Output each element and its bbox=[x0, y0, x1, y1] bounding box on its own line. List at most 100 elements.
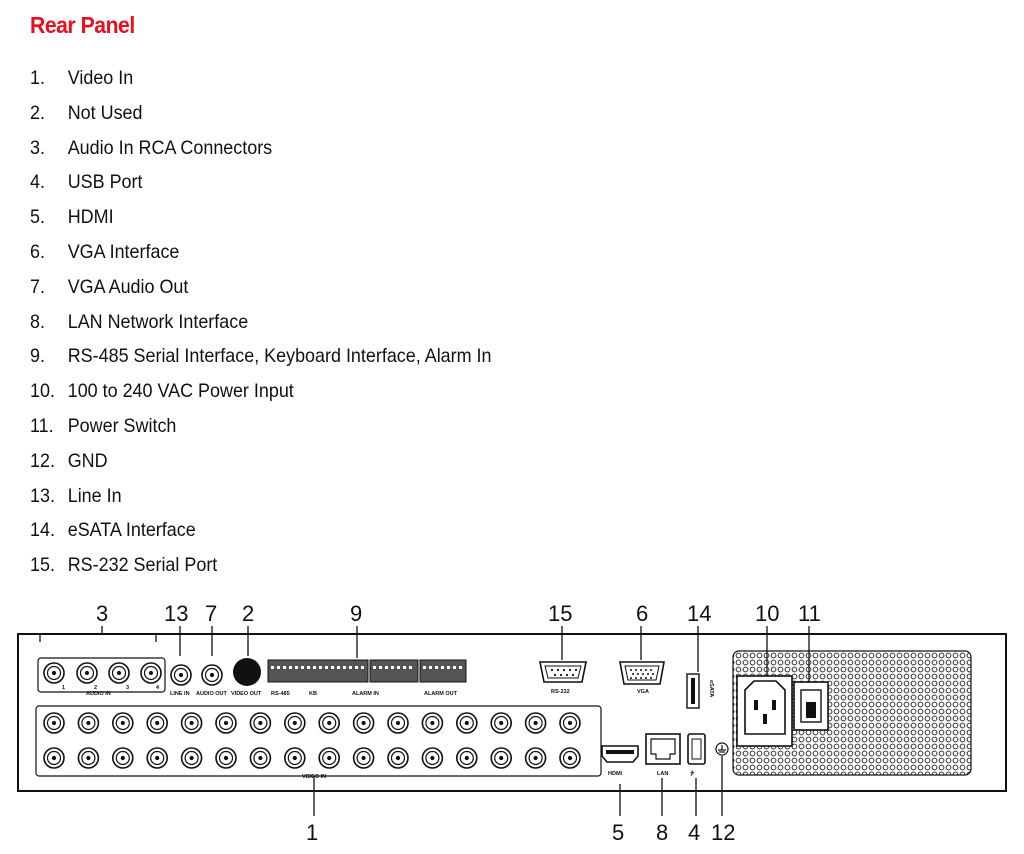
kb-label: KB bbox=[309, 691, 317, 697]
bnc-connector bbox=[524, 747, 547, 769]
callout-12: 12 bbox=[711, 820, 735, 845]
callout-11: 11 bbox=[798, 601, 821, 626]
item-label: LAN Network Interface bbox=[67, 310, 249, 333]
audio-in-connectors bbox=[43, 662, 162, 684]
esata-slot bbox=[691, 678, 695, 704]
lan-port bbox=[645, 733, 681, 765]
bnc-connector bbox=[421, 747, 444, 769]
list-item: 5. HDMI bbox=[30, 203, 492, 238]
audio-in-group bbox=[37, 657, 166, 693]
audio-in-num-3: 3 bbox=[126, 685, 129, 691]
item-number: 3. bbox=[30, 136, 45, 159]
bnc-connector bbox=[559, 712, 581, 734]
bnc-connector bbox=[249, 747, 272, 769]
bnc-connector bbox=[77, 747, 100, 769]
rs232-port bbox=[539, 661, 587, 683]
callout-13: 13 bbox=[164, 601, 188, 626]
video-in-connectors bbox=[43, 712, 581, 769]
bnc-connector bbox=[455, 747, 478, 769]
callout-1: 1 bbox=[306, 820, 318, 845]
video-in-label: VIDEO IN bbox=[302, 774, 326, 780]
item-label: HDMI bbox=[67, 206, 114, 229]
bnc-connector bbox=[352, 747, 375, 769]
item-label: eSATA Interface bbox=[67, 519, 196, 542]
list-item: 13. Line In bbox=[30, 482, 492, 517]
audio-in-num-2: 2 bbox=[94, 685, 97, 691]
vga-port bbox=[619, 661, 665, 685]
item-number: 10. bbox=[30, 380, 55, 403]
item-number: 9. bbox=[30, 345, 45, 368]
bnc-connector bbox=[77, 712, 100, 734]
item-number: 11. bbox=[30, 414, 54, 437]
audio-in-num-1: 1 bbox=[62, 685, 65, 691]
bnc-connector bbox=[146, 712, 168, 734]
terminal-block bbox=[267, 659, 467, 683]
list-item: 12.GND bbox=[30, 447, 492, 482]
power-switch-rocker bbox=[806, 702, 816, 718]
item-number: 2. bbox=[30, 101, 45, 124]
list-item: 9. RS-485 Serial Interface, Keyboard Inte… bbox=[30, 342, 492, 377]
bnc-connector bbox=[249, 712, 272, 734]
list-item: 6.VGA Interface bbox=[30, 238, 492, 273]
alarm-out-label: ALARM OUT bbox=[424, 691, 458, 697]
audio-in-num-4: 4 bbox=[156, 685, 160, 691]
item-number: 8. bbox=[30, 310, 45, 333]
hdmi-label: HDMI bbox=[608, 771, 623, 777]
list-item: 1.Video In bbox=[30, 64, 492, 99]
video-out-connector bbox=[233, 658, 261, 686]
bnc-connector bbox=[146, 747, 168, 769]
page-title: Rear Panel bbox=[30, 12, 135, 38]
bnc-connector bbox=[180, 712, 203, 734]
callout-2: 2 bbox=[242, 601, 254, 626]
video-out-label: VIDEO OUT bbox=[231, 691, 262, 697]
item-label: RS-232 Serial Port bbox=[67, 554, 218, 577]
video-in-group bbox=[35, 705, 602, 777]
list-item: 7.VGA Audio Out bbox=[30, 273, 492, 308]
bnc-connector bbox=[352, 712, 375, 734]
bnc-connector bbox=[180, 747, 203, 769]
bnc-connector bbox=[490, 747, 513, 769]
list-item: 8. LAN Network Interface bbox=[30, 308, 492, 343]
bnc-connector bbox=[455, 712, 478, 734]
power-inlet bbox=[744, 680, 786, 735]
item-label: Video In bbox=[67, 67, 134, 89]
bnc-connector bbox=[112, 712, 134, 734]
callout-5: 5 bbox=[612, 820, 624, 845]
bnc-connector bbox=[43, 712, 65, 734]
bnc-connector bbox=[283, 712, 306, 734]
bnc-connector bbox=[490, 712, 513, 734]
bnc-connector bbox=[283, 747, 306, 769]
list-item: 11.Power Switch bbox=[30, 412, 492, 447]
item-label: Not Used bbox=[67, 101, 143, 124]
callout-6: 6 bbox=[636, 601, 648, 626]
callout-8: 8 bbox=[656, 820, 668, 845]
callout-7: 7 bbox=[205, 601, 217, 626]
rs485-label: RS-485 bbox=[271, 691, 290, 697]
inlet-pin bbox=[754, 700, 758, 710]
list-item: 14. eSATA Interface bbox=[30, 516, 492, 551]
gnd-symbol bbox=[715, 742, 729, 756]
bnc-connector bbox=[387, 747, 409, 769]
callout-15: 15 bbox=[548, 601, 572, 626]
inlet-pin bbox=[763, 714, 767, 724]
item-label: RS-485 Serial Interface, Keyboard Interf… bbox=[67, 345, 492, 368]
item-number: 14. bbox=[30, 519, 55, 542]
item-number: 13. bbox=[30, 484, 55, 507]
item-label: Line In bbox=[67, 484, 122, 507]
item-label: 100 to 240 VAC Power Input bbox=[67, 380, 294, 403]
hdmi-port bbox=[601, 745, 639, 763]
list-item: 4.USB Port bbox=[30, 168, 492, 203]
rear-panel-diagram: 3 13 7 2 9 15 6 14 10 11 1 5 8 4 12 1 2 … bbox=[17, 601, 1007, 845]
item-number: 15. bbox=[30, 554, 55, 577]
bnc-connector bbox=[421, 712, 444, 734]
line-in-connector bbox=[170, 664, 192, 686]
list-item: 3.Audio In RCA Connectors bbox=[30, 134, 492, 169]
alarm-in-label: ALARM IN bbox=[352, 691, 379, 697]
list-item: 15. RS-232 Serial Port bbox=[30, 551, 492, 586]
inlet-pin bbox=[772, 700, 776, 710]
item-number: 5. bbox=[30, 206, 45, 229]
item-number: 6. bbox=[30, 240, 45, 263]
rs232-label: RS-232 bbox=[551, 689, 570, 695]
callout-9: 9 bbox=[350, 601, 362, 626]
item-number: 4. bbox=[30, 171, 45, 194]
